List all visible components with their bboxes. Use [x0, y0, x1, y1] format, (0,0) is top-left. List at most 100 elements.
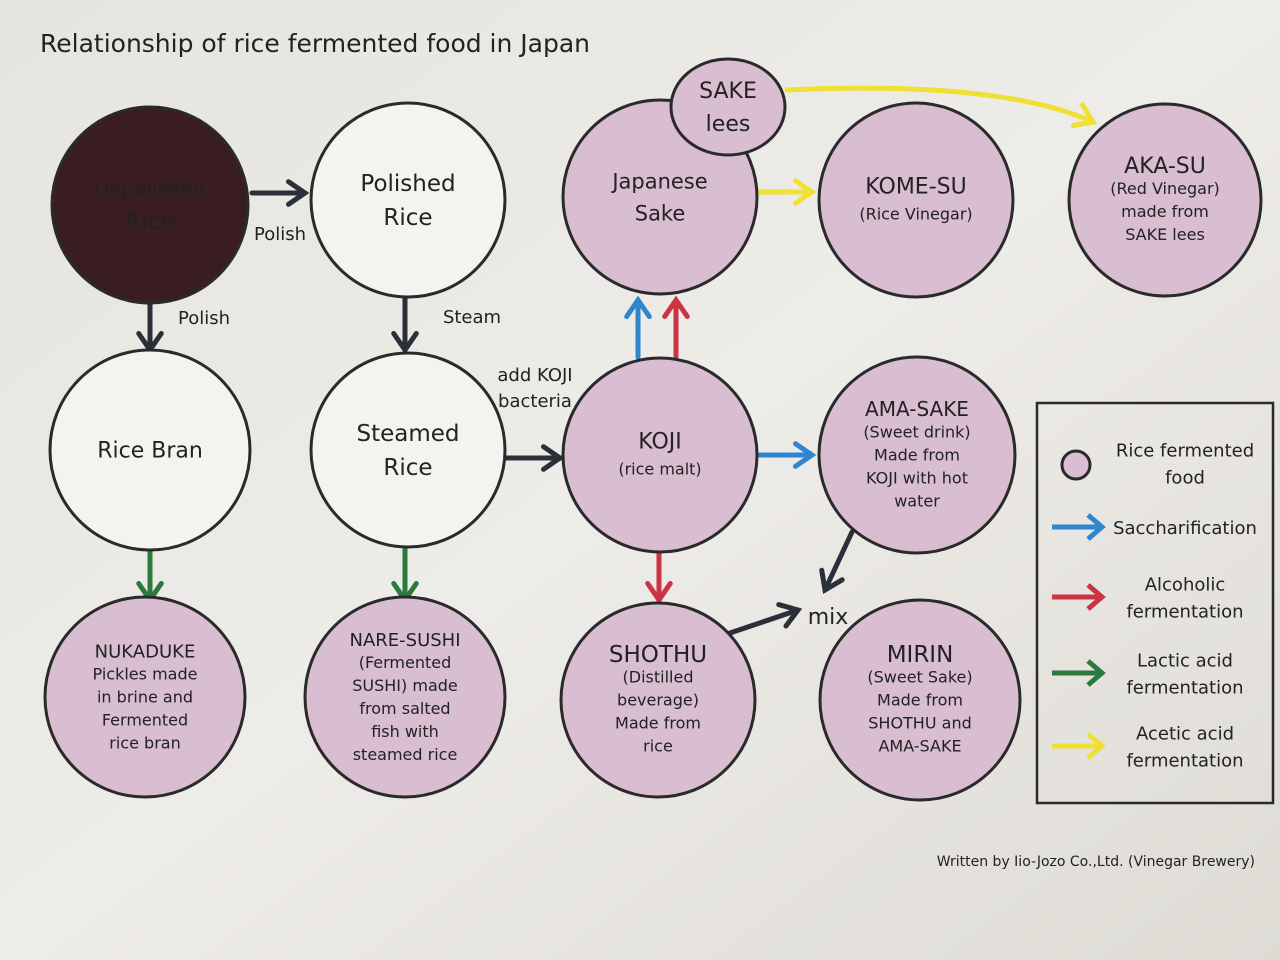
node-amasake-circle: [817, 355, 1017, 555]
node-steamed-line: Steamed: [356, 421, 459, 447]
node-shothu-line: beverage): [617, 691, 699, 710]
node-amasake-line: KOJI with hot: [866, 469, 968, 488]
node-amasake-line: water: [894, 492, 940, 511]
node-polished-circle: [309, 101, 507, 299]
node-nukaduke-line: rice bran: [109, 734, 180, 753]
node-steamed-line: Rice: [383, 455, 432, 481]
node-unpolished-circle: [50, 105, 250, 305]
node-amasake-line: Made from: [874, 446, 960, 465]
node-mirin-line: (Sweet Sake): [867, 668, 972, 687]
arrow-lees-to-akasu: [784, 85, 1098, 128]
arrow-sake-to-komesu-head: [792, 178, 817, 206]
node-naresushi-line: steamed rice: [353, 745, 458, 764]
arrow-koji-to-sake-saccharification: [624, 295, 652, 360]
credit-text: Written by Iio-Jozo Co.,Ltd. (Vinegar Br…: [937, 854, 1255, 870]
legend-label: Lactic acid: [1137, 651, 1233, 672]
node-sake-line: Japanese: [610, 169, 707, 193]
arrow-unpolished-to-polished-head: [285, 179, 310, 207]
node-mirin-line: MIRIN: [887, 642, 954, 668]
arrow-koji-to-amasake: [754, 441, 817, 469]
node-koji-circle: [561, 356, 759, 554]
node-naresushi-line: SUSHI) made: [352, 676, 458, 695]
edge-label-polish-right: Polish: [254, 224, 306, 245]
node-mirin-line: AMA-SAKE: [878, 737, 961, 756]
node-unpolished-line: Unpolished: [94, 177, 205, 201]
node-nukaduke: NUKADUKE Pickles made in brine andFermente…: [43, 595, 247, 799]
arrow-amasake-to-mix: [819, 529, 855, 595]
node-bran: Rice Bran: [48, 348, 252, 552]
arrow-koji-to-amasake-head: [792, 441, 817, 469]
red-arrow-icon: [1052, 583, 1106, 611]
arrow-shothu-to-mix: [727, 602, 803, 636]
node-naresushi-line: from salted: [359, 699, 450, 718]
arrow-koji-to-sake-alcoholic: [662, 295, 690, 360]
node-naresushi-line: (Fermented: [359, 653, 452, 672]
node-lees-shape: [669, 57, 787, 157]
node-amasake-line: (Sweet drink): [863, 423, 970, 442]
edge-label-steam: Steam: [443, 307, 501, 328]
node-akasu-line: (Red Vinegar): [1110, 179, 1220, 198]
arrow-polished-to-steamed: [391, 289, 419, 355]
node-koji-line: (rice malt): [618, 460, 701, 479]
node-unpolished-line: Rice: [125, 209, 174, 235]
node-nukaduke-line: Fermented: [102, 711, 188, 730]
node-lees-line: lees: [706, 112, 751, 137]
legend-item-blue: Saccharification: [1052, 513, 1257, 541]
node-naresushi-circle: [303, 595, 507, 799]
node-akasu-line: made from: [1121, 202, 1209, 221]
arrow-koji-to-shothu-head: [645, 580, 673, 605]
node-shothu-circle: [559, 601, 757, 799]
node-polished-line: Rice: [383, 205, 432, 231]
node-nukaduke-line: in brine and: [97, 688, 193, 707]
node-nukaduke-line: NUKADUKE: [95, 641, 196, 662]
legend-label: food: [1165, 468, 1205, 489]
legend: Rice fermentedfoodSaccharificationAlcoho…: [1035, 401, 1275, 805]
legend-label: fermentation: [1126, 751, 1243, 772]
arrow-koji-to-sake-alcoholic-head: [662, 295, 690, 320]
legend-label: Acetic acid: [1136, 724, 1234, 745]
arrow-shothu-to-mix-head: [776, 602, 803, 629]
edge-label-polish-down: Polish: [178, 308, 230, 329]
node-bran-circle: [48, 348, 252, 552]
node-mirin-circle: [818, 598, 1022, 802]
edge-label-add-koji-2: bacteria: [498, 391, 572, 412]
arrow-unpolished-to-polished: [249, 179, 310, 207]
node-steamed-circle: [309, 351, 507, 549]
node-naresushi-line: fish with: [371, 722, 439, 741]
diagram-title: Relationship of rice fermented food in J…: [40, 29, 590, 58]
node-nukaduke-circle: [43, 595, 247, 799]
node-lees-line: SAKE: [699, 79, 757, 104]
legend-label: fermentation: [1126, 602, 1243, 623]
edge-label-mix: mix: [808, 605, 849, 630]
edge-label-add-koji-1: add KOJI: [497, 365, 572, 386]
node-shothu-line: SHOTHU: [609, 642, 707, 668]
yellow-arrow-icon: [1052, 732, 1106, 760]
arrow-sake-to-komesu: [754, 178, 817, 206]
node-akasu-circle: [1067, 102, 1263, 298]
green-arrow-icon: [1052, 659, 1106, 687]
pink-circle-icon: [1060, 449, 1092, 481]
node-komesu-line: KOME-SU: [865, 175, 966, 200]
legend-label: fermentation: [1126, 678, 1243, 699]
node-komesu-line: (Rice Vinegar): [859, 205, 972, 224]
node-nukaduke-line: Pickles made: [93, 665, 198, 684]
node-komesu: KOME-SU (Rice Vinegar): [817, 101, 1015, 299]
legend-box: [1035, 401, 1275, 805]
blue-arrow-icon: [1052, 513, 1106, 541]
arrow-steamed-to-koji-head: [540, 444, 565, 472]
node-akasu-line: AKA-SU: [1124, 154, 1206, 179]
node-koji-line: KOJI: [638, 430, 682, 455]
node-sake-line: Sake: [635, 201, 686, 225]
node-shothu-line: rice: [643, 737, 673, 756]
node-mirin-line: SHOTHU and: [868, 714, 971, 733]
arrow-lees-to-akasu-head: [1070, 102, 1098, 128]
node-koji: KOJI (rice malt): [561, 356, 759, 554]
